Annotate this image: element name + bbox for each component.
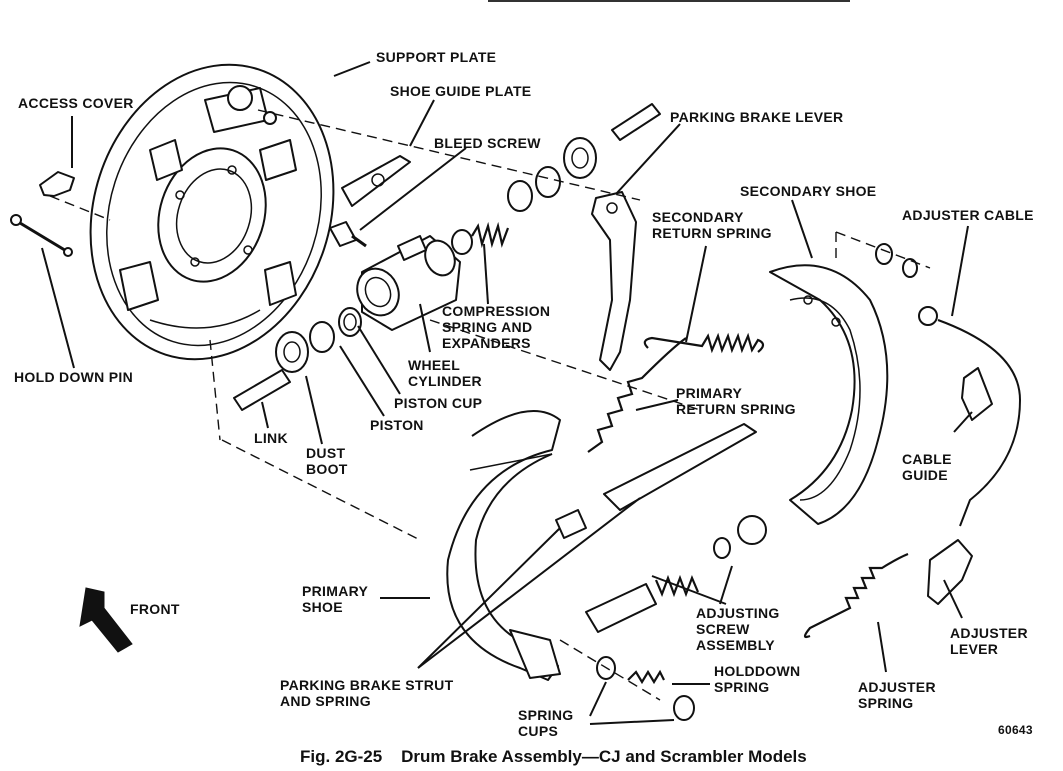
adjusting-screw-part xyxy=(585,515,767,633)
holddown-spring-part xyxy=(596,656,695,721)
label-dust-boot-2: BOOT xyxy=(306,461,348,477)
compression-spring-part xyxy=(451,137,597,255)
label-hold-down-pin: HOLD DOWN PIN xyxy=(14,369,133,385)
label-spring-cups-2: CUPS xyxy=(518,723,558,739)
label-cable-guide-1: CABLE xyxy=(902,451,952,467)
secondary-shoe-part xyxy=(769,264,889,525)
label-shoe-guide-plate: SHOE GUIDE PLATE xyxy=(390,83,531,99)
label-cable-guide-2: GUIDE xyxy=(902,467,948,483)
label-primary-return-spring-2: RETURN SPRING xyxy=(676,401,796,417)
label-parking-brake-lever: PARKING BRAKE LEVER xyxy=(670,109,843,125)
label-parking-brake-strut-1: PARKING BRAKE STRUT xyxy=(280,677,454,693)
figure-caption: Fig. 2G-25 Drum Brake Assembly—CJ and Sc… xyxy=(300,747,807,766)
label-secondary-return-spring-2: RETURN SPRING xyxy=(652,225,772,241)
label-piston: PISTON xyxy=(370,417,424,433)
label-secondary-return-spring-1: SECONDARY xyxy=(652,209,744,225)
parking-brake-strut-part xyxy=(555,423,757,539)
leader-lines xyxy=(41,61,973,725)
adjuster-lever-part xyxy=(927,539,973,605)
label-primary-shoe-2: SHOE xyxy=(302,599,343,615)
label-adjuster-lever-2: LEVER xyxy=(950,641,998,657)
label-adjusting-screw-2: SCREW xyxy=(696,621,750,637)
label-dust-boot-1: DUST xyxy=(306,445,345,461)
access-cover-part xyxy=(39,171,75,197)
label-adjuster-cable: ADJUSTER CABLE xyxy=(902,207,1034,223)
label-adjuster-spring-1: ADJUSTER xyxy=(858,679,936,695)
primary-return-spring-part xyxy=(587,337,687,453)
assembly-centerlines xyxy=(49,109,931,701)
label-adjusting-screw-3: ASSEMBLY xyxy=(696,637,775,653)
bleed-screw-part xyxy=(329,221,367,248)
label-front: FRONT xyxy=(130,601,180,617)
label-compression-spring-3: EXPANDERS xyxy=(442,335,531,351)
front-arrow-icon xyxy=(79,587,133,653)
hold-down-pin-part xyxy=(10,214,73,257)
label-primary-shoe-1: PRIMARY xyxy=(302,583,369,599)
adjuster-spring-part xyxy=(803,552,909,639)
label-wheel-cylinder-2: CYLINDER xyxy=(408,373,482,389)
wheel-cylinder-part xyxy=(356,235,461,331)
support-plate-drawing xyxy=(89,63,335,361)
label-secondary-shoe: SECONDARY SHOE xyxy=(740,183,876,199)
label-adjusting-screw-1: ADJUSTING xyxy=(696,605,780,621)
secondary-return-spring-part xyxy=(643,332,765,354)
cable-guide-part xyxy=(961,367,993,421)
label-compression-spring-1: COMPRESSION xyxy=(442,303,550,319)
label-wheel-cylinder-1: WHEEL xyxy=(408,357,460,373)
label-access-cover: ACCESS COVER xyxy=(18,95,134,111)
link-upper-part xyxy=(611,103,661,141)
label-spring-cups-1: SPRING xyxy=(518,707,573,723)
lower-cylinder-parts xyxy=(233,307,362,411)
label-primary-return-spring-1: PRIMARY xyxy=(676,385,743,401)
shoe-guide-plate-part xyxy=(341,155,411,207)
figure-number: 60643 xyxy=(998,723,1033,737)
label-link: LINK xyxy=(254,430,288,446)
label-adjuster-spring-2: SPRING xyxy=(858,695,913,711)
label-compression-spring-2: SPRING AND xyxy=(442,319,532,335)
label-parking-brake-strut-2: AND SPRING xyxy=(280,693,371,709)
parking-brake-lever-part xyxy=(591,191,637,371)
label-adjuster-lever-1: ADJUSTER xyxy=(950,625,1028,641)
anchor-washers xyxy=(875,243,918,278)
label-holddown-spring-2: SPRING xyxy=(714,679,769,695)
primary-shoe-part xyxy=(446,410,561,681)
label-holddown-spring-1: HOLDDOWN xyxy=(714,663,800,679)
label-support-plate: SUPPORT PLATE xyxy=(376,49,496,65)
adjuster-cable-part xyxy=(918,306,1022,527)
label-piston-cup: PISTON CUP xyxy=(394,395,482,411)
label-bleed-screw: BLEED SCREW xyxy=(434,135,541,151)
